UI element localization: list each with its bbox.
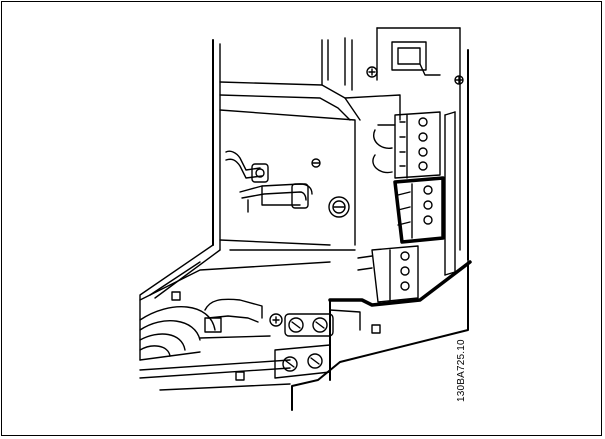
terminal-block-lower: [357, 245, 419, 303]
terminal-block-upper: [372, 111, 441, 179]
guide-rail: [444, 111, 456, 276]
terminal-block-highlighted: [393, 176, 445, 244]
middle-panel: [219, 109, 356, 251]
cable-entry-plate: [139, 261, 331, 391]
terminal-screws-lower: [284, 313, 334, 337]
cable-clamp-middle: [239, 183, 313, 213]
figure-reference-code: 130BA725.10: [456, 339, 467, 402]
housing-left-wall: [139, 39, 221, 361]
earth-screw: [328, 196, 350, 218]
terminal-screws-bottom: [199, 309, 381, 379]
cable-clamp-upper: [225, 150, 269, 183]
cable-clamp-lower: [204, 298, 283, 333]
housing-upper-right: [219, 27, 469, 261]
